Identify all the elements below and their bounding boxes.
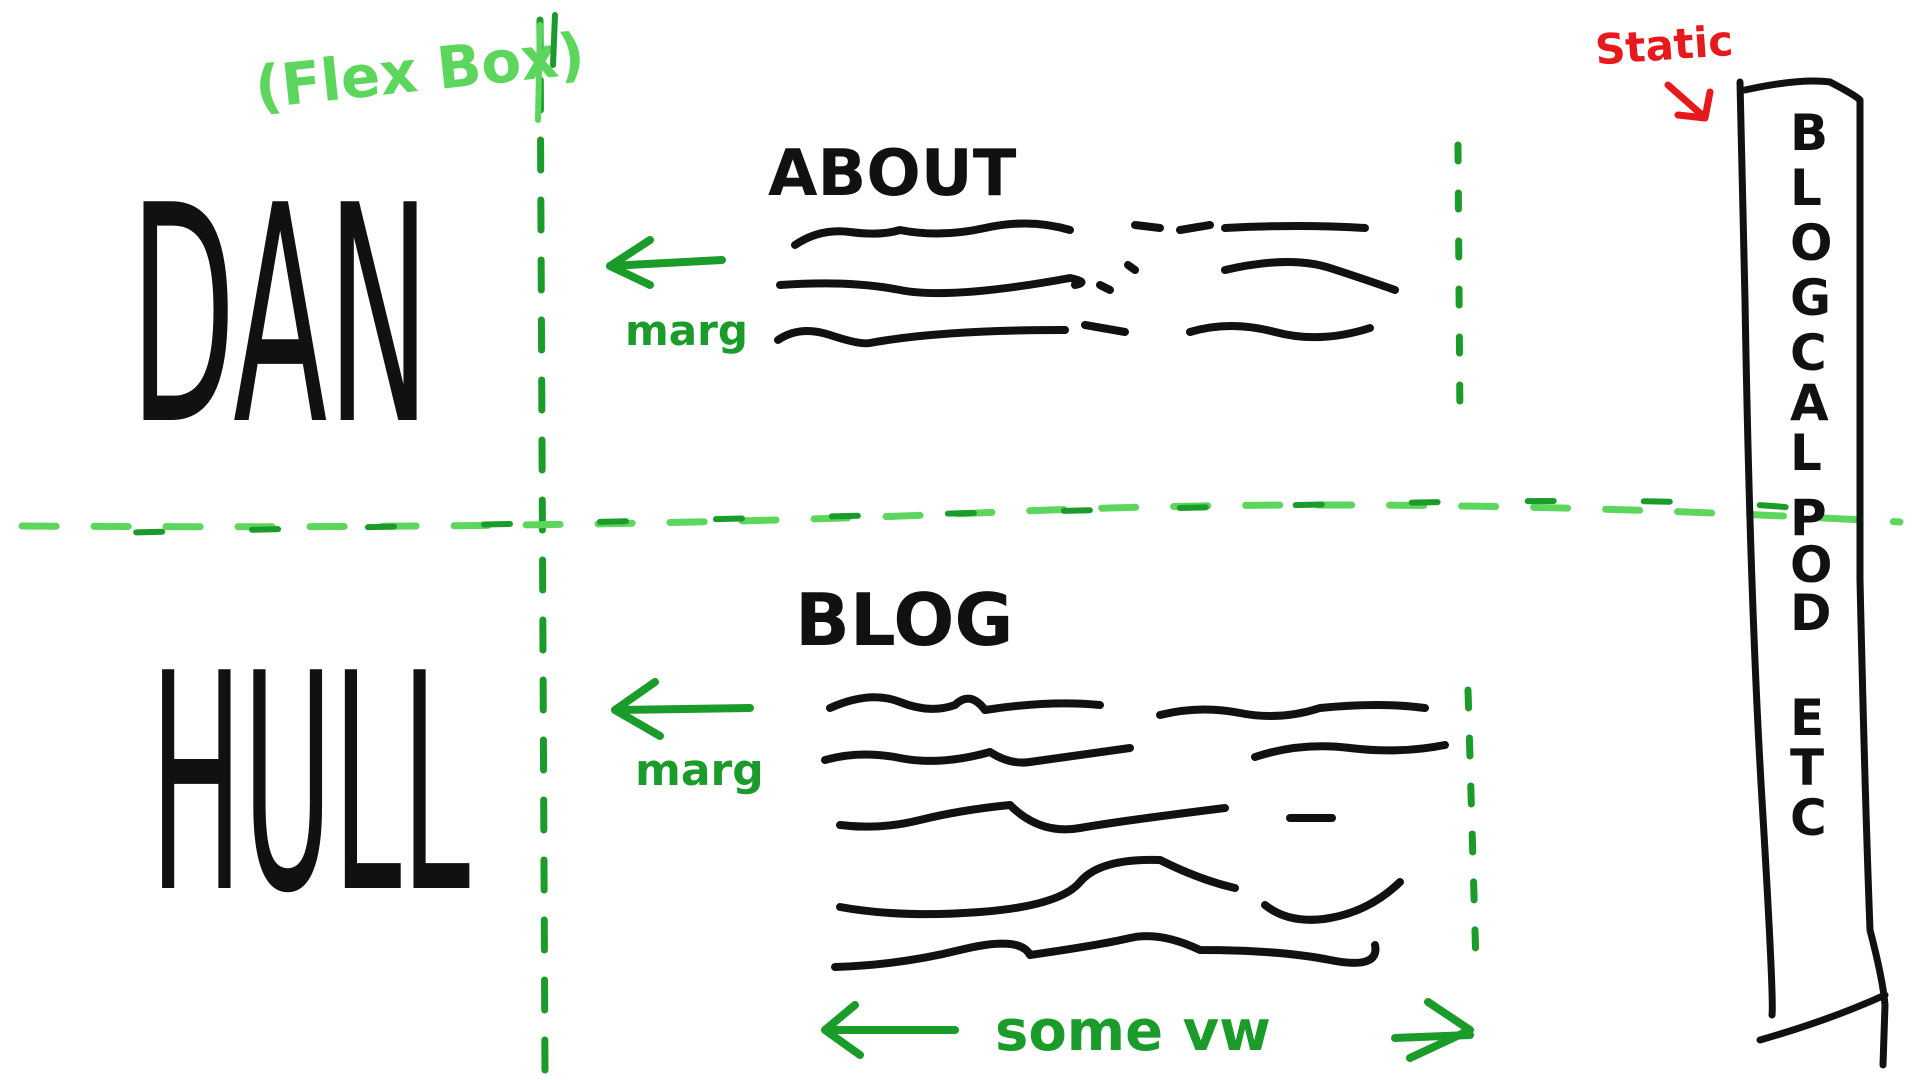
blog-margin-arrow xyxy=(611,678,754,740)
sidebar-nav-letter: T xyxy=(1790,739,1824,797)
sidebar-nav-letter: O xyxy=(1790,214,1833,272)
blog-body-text xyxy=(821,693,1449,971)
about-right-boundary xyxy=(1454,141,1464,429)
about-margin-arrow xyxy=(606,236,726,289)
sidebar-nav[interactable]: B L O G C A L P O D E T C xyxy=(1790,104,1833,847)
blog-width-indicator xyxy=(821,998,1474,1062)
blog-heading: BLOG xyxy=(795,578,1014,662)
sidebar-nav-letter: A xyxy=(1790,374,1829,432)
blog-width-label: some vw xyxy=(995,999,1271,1064)
sidebar-nav-letter: G xyxy=(1790,269,1831,327)
sidebar-nav-letter: E xyxy=(1790,689,1824,747)
sidebar-nav-letter: O xyxy=(1790,536,1833,594)
about-margin-label: marg xyxy=(625,306,748,355)
about-body-text xyxy=(774,219,1399,348)
sidebar-nav-letter: C xyxy=(1790,789,1827,847)
flexbox-annotation-rule-1 xyxy=(550,12,558,68)
blog-margin-label: marg xyxy=(635,745,764,796)
static-arrow xyxy=(1664,81,1714,122)
logo-content-divider xyxy=(536,16,549,1079)
sidebar-nav-letter: P xyxy=(1790,489,1827,547)
static-annotation: Static xyxy=(1593,16,1734,75)
static-sidebar-frame xyxy=(1736,77,1889,1069)
sidebar-nav-letter: L xyxy=(1790,424,1822,482)
row-divider-dark xyxy=(57,497,1849,537)
sidebar-nav-letter: D xyxy=(1790,584,1832,642)
about-heading: ABOUT xyxy=(768,137,1017,211)
blog-right-boundary xyxy=(1464,686,1480,969)
sidebar-nav-letter: L xyxy=(1790,159,1822,217)
sidebar-nav-letter: B xyxy=(1790,104,1828,162)
flexbox-annotation-rule-2 xyxy=(535,22,543,123)
logo-first-name: DAN xyxy=(130,142,430,491)
logo-last-name: HULL xyxy=(150,610,471,959)
sidebar-nav-letter: C xyxy=(1790,324,1827,382)
